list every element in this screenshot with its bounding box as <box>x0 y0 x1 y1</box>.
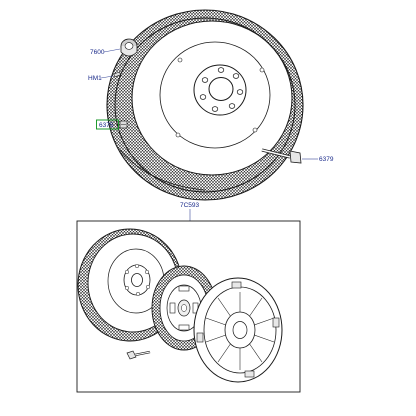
plug <box>119 120 128 129</box>
flywheel-bolt <box>261 148 302 164</box>
callout-dowel: HM1 <box>88 75 102 82</box>
pilot-bearing <box>120 38 138 57</box>
flywheel-bolt-holes <box>199 67 244 112</box>
callout-pilot-bearing: 7600 <box>90 49 105 56</box>
callout-plug-highlight <box>96 119 119 130</box>
clutch-kit-frame <box>76 220 301 393</box>
callout-flywheel-bolt: 6379 <box>319 156 334 163</box>
pressure-plate <box>193 277 283 383</box>
callout-plug: 6375 <box>99 122 114 129</box>
dowel-pin <box>113 71 121 78</box>
kit-flywheel-bolt <box>126 350 151 360</box>
flywheel-assembly <box>106 9 304 201</box>
callout-clutch-kit: 7C593 <box>180 202 200 209</box>
